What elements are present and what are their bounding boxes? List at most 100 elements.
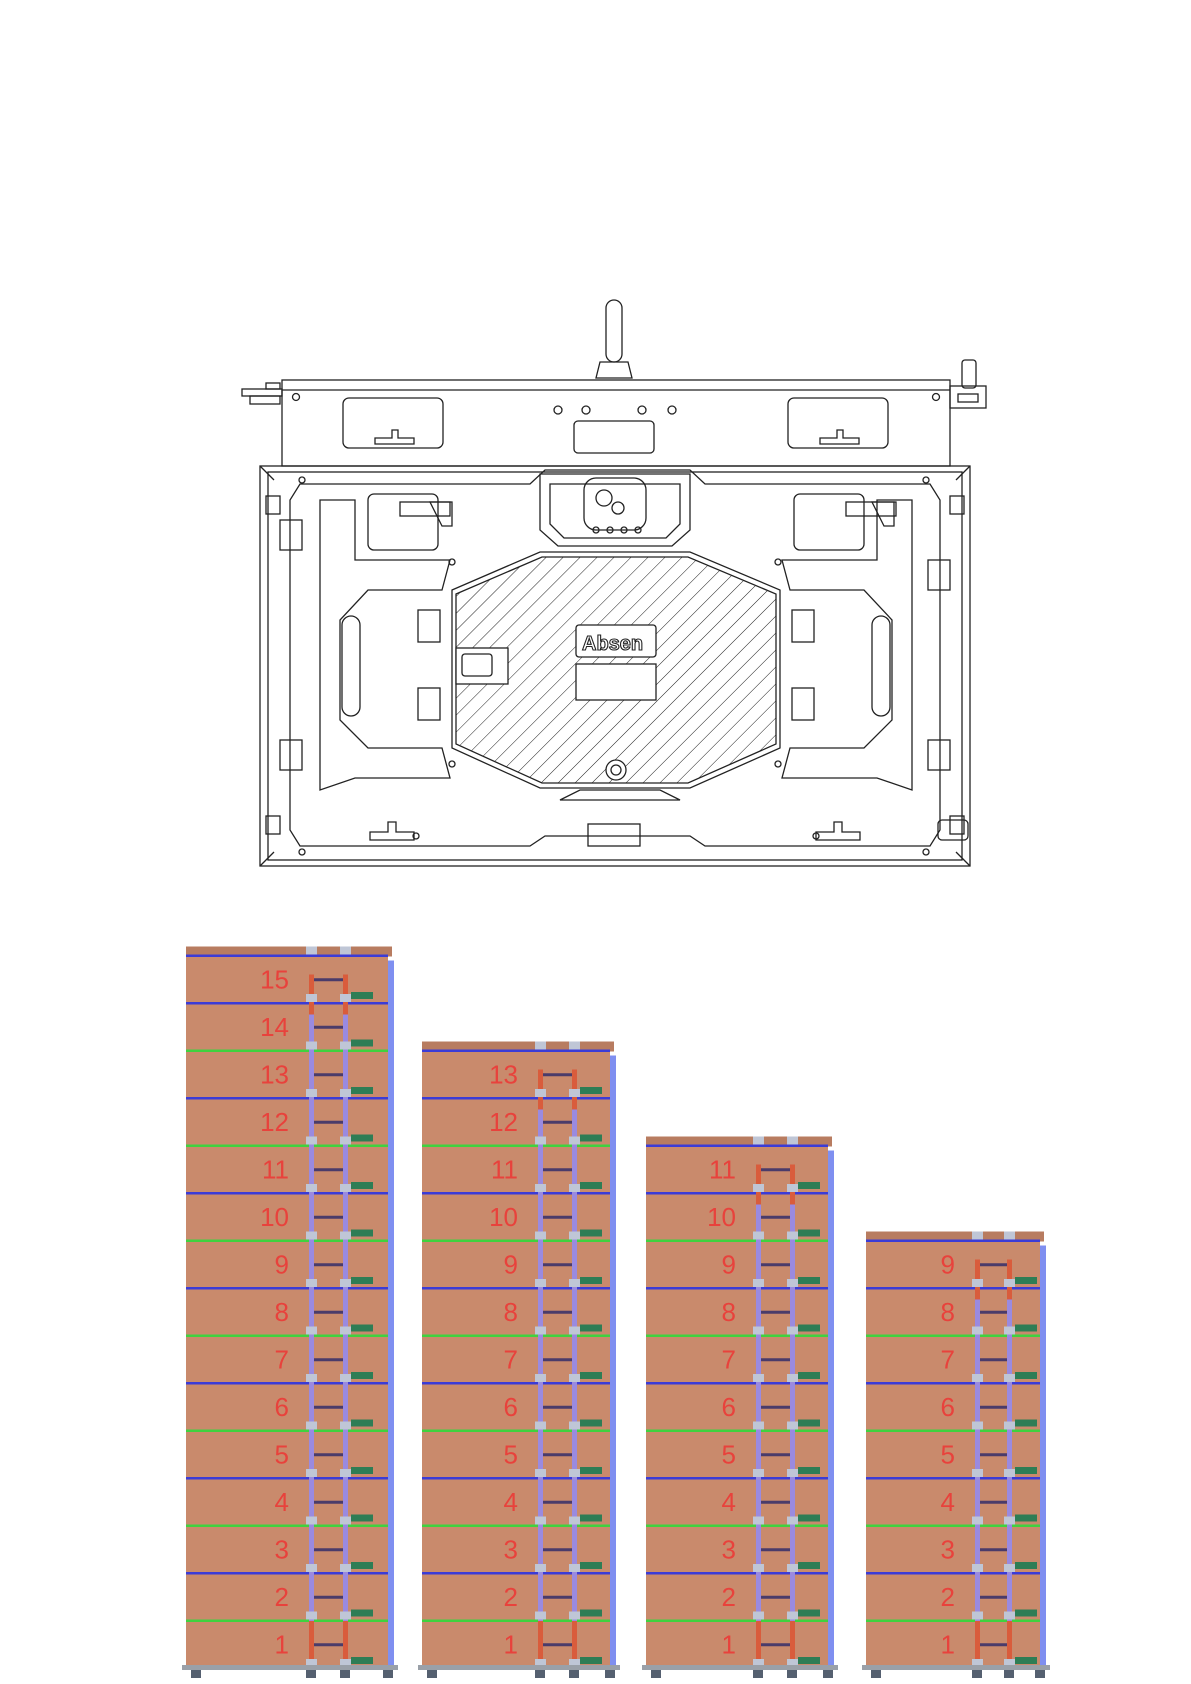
panel-seam — [422, 1050, 610, 1053]
tube-clamp — [1004, 1327, 1015, 1335]
tube-clamp — [787, 1612, 798, 1620]
cable-connector — [580, 1657, 602, 1664]
cable-connector — [351, 1657, 373, 1664]
tube-clamp — [340, 1374, 351, 1382]
tube-clamp — [306, 1137, 317, 1145]
tube-clamp — [535, 1232, 546, 1240]
tube-clamp — [535, 1612, 546, 1620]
ladder-rung — [540, 1501, 574, 1504]
panel-number: 6 — [275, 1392, 289, 1422]
cable-connector — [1015, 1467, 1037, 1474]
cable-connector — [580, 1230, 602, 1237]
base-foot — [972, 1670, 982, 1678]
panel-number: 9 — [504, 1249, 518, 1279]
tube-clamp — [340, 1232, 351, 1240]
ladder-rung — [540, 1073, 574, 1076]
panel-seam — [422, 1287, 610, 1290]
tube-clamp — [753, 1327, 764, 1335]
tube-clamp — [787, 1564, 798, 1572]
tube-clamp — [787, 1232, 798, 1240]
cable-connector — [1015, 1657, 1037, 1664]
tube-bottom-segment — [790, 1621, 795, 1661]
panel-seam — [646, 1335, 828, 1338]
tube-clamp — [340, 1612, 351, 1620]
panel-number: 7 — [722, 1344, 736, 1374]
panel-number: 3 — [504, 1534, 518, 1564]
panel-number: 10 — [260, 1202, 289, 1232]
tube-clamp — [972, 1232, 983, 1240]
panel-number: 8 — [504, 1297, 518, 1327]
ladder-rung — [758, 1216, 792, 1219]
tube-clamp — [306, 994, 317, 1002]
tube-clamp — [340, 1327, 351, 1335]
cable-connector — [1015, 1325, 1037, 1332]
panel-seam — [422, 1192, 610, 1195]
ladder-rung — [977, 1501, 1009, 1504]
ladder-rung — [540, 1216, 574, 1219]
panel-seam — [186, 1002, 388, 1005]
tube-clamp — [535, 1374, 546, 1382]
tube-clamp — [340, 1137, 351, 1145]
panel-seam — [422, 1240, 610, 1243]
cable-connector — [580, 1277, 602, 1284]
panel-number: 8 — [722, 1297, 736, 1327]
ladder-rung — [311, 1216, 345, 1219]
cable-connector — [351, 1277, 373, 1284]
tube-clamp — [1004, 1374, 1015, 1382]
panel-number: 7 — [941, 1344, 955, 1374]
ladder-rung — [977, 1643, 1009, 1646]
panel-number: 2 — [504, 1582, 518, 1612]
tube-clamp — [753, 1517, 764, 1525]
panel-seam — [646, 1430, 828, 1433]
cable-connector — [1015, 1277, 1037, 1284]
panel-number: 6 — [722, 1392, 736, 1422]
tube-clamp — [1004, 1232, 1015, 1240]
ladder-rung — [758, 1311, 792, 1314]
panel-seam — [866, 1477, 1040, 1480]
tube-bottom-segment — [1007, 1621, 1012, 1661]
ladder-rung — [977, 1406, 1009, 1409]
tube-bottom-segment — [975, 1621, 980, 1661]
panel-number: 11 — [491, 1154, 518, 1184]
tube-clamp — [753, 1564, 764, 1572]
panel-number: 11 — [709, 1154, 736, 1184]
panel-seam — [866, 1382, 1040, 1385]
tube-clamp — [972, 1469, 983, 1477]
cable-connector — [351, 1325, 373, 1332]
cable-connector — [580, 1420, 602, 1427]
tube-clamp — [972, 1279, 983, 1287]
ladder-rung — [758, 1596, 792, 1599]
tube-clamp — [1004, 1422, 1015, 1430]
tube-clamp — [787, 1184, 798, 1192]
panel-seam — [186, 1477, 388, 1480]
tube-clamp — [569, 1327, 580, 1335]
tube-clamp — [306, 1327, 317, 1335]
cable-connector — [351, 1372, 373, 1379]
base-foot — [1035, 1670, 1045, 1678]
cable-connector — [351, 1182, 373, 1189]
cable-connector — [798, 1372, 820, 1379]
ladder-rung — [311, 1643, 345, 1646]
panel-seam — [646, 1382, 828, 1385]
ladder-rung — [540, 1548, 574, 1551]
cable-connector — [351, 1087, 373, 1094]
tube-clamp — [306, 1517, 317, 1525]
tube-clamp — [787, 1422, 798, 1430]
tube-clamp — [972, 1422, 983, 1430]
stack-column-13: 12345678910111213 — [418, 1042, 620, 1679]
cable-connector — [580, 1610, 602, 1617]
ladder-rung — [311, 1358, 345, 1361]
tube-clamp — [753, 1232, 764, 1240]
panel-seam — [422, 1477, 610, 1480]
base-foot — [871, 1670, 881, 1678]
ladder-rung — [311, 978, 345, 981]
tube-bottom-segment — [572, 1621, 577, 1661]
panel-seam — [186, 1620, 388, 1623]
tube-clamp — [306, 947, 317, 955]
panel-number: 4 — [722, 1487, 736, 1517]
panel-number: 14 — [260, 1012, 289, 1042]
tube-bottom-segment — [538, 1621, 543, 1661]
tube-clamp — [340, 1517, 351, 1525]
ladder-rung — [758, 1358, 792, 1361]
tube-clamp — [340, 1469, 351, 1477]
